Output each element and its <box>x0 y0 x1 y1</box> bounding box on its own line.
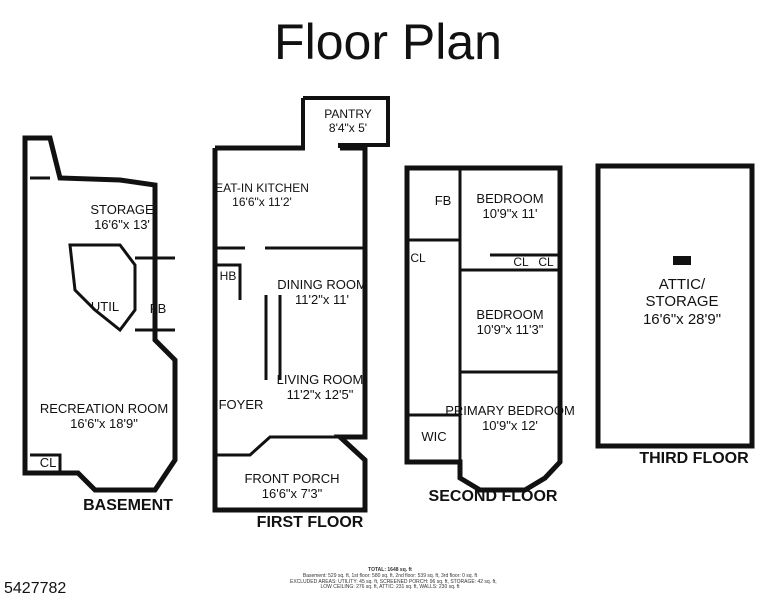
floor-label-third: THIRD FLOOR <box>639 450 749 467</box>
floor-label-first: FIRST FLOOR <box>256 514 364 531</box>
room-cl-b: CL <box>513 255 529 269</box>
room-cl-a: CL <box>410 251 426 265</box>
room-fb-2: FB <box>434 193 452 208</box>
room-hb: HB <box>219 269 237 283</box>
second-floor-walls <box>404 165 563 493</box>
room-fb: FB <box>149 301 167 316</box>
basement-walls <box>22 135 178 493</box>
room-wic: WIC <box>421 429 447 444</box>
listing-id: 5427782 <box>4 580 67 597</box>
room-cl: CL <box>39 455 57 470</box>
floor-label-basement: BASEMENT <box>83 497 173 514</box>
third-floor-walls <box>595 163 755 449</box>
first-floor-walls <box>212 96 390 513</box>
floor-label-second: SECOND FLOOR <box>428 488 558 505</box>
page-title: Floor Plan <box>274 14 502 70</box>
room-cl-c: CL <box>538 255 554 269</box>
room-util: UTIL <box>90 299 120 314</box>
area-summary: TOTAL: 1648 sq. ft Basement: 529 sq. ft,… <box>290 567 497 591</box>
room-foyer: FOYER <box>218 397 264 412</box>
